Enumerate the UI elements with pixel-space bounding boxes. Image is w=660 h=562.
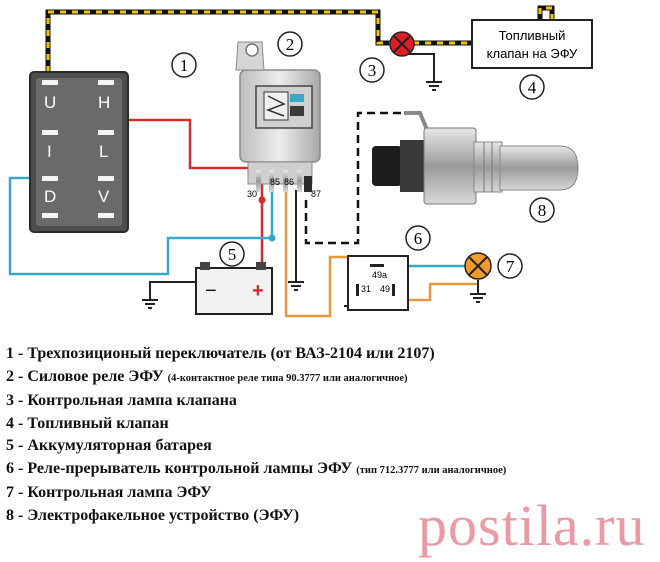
callout-2: 2 xyxy=(277,31,303,57)
watermark: postila.ru xyxy=(418,493,646,558)
legend-item-4: 4 - Топливный клапан xyxy=(6,414,169,432)
wire-ground-battery xyxy=(149,281,200,300)
svg-text:8: 8 xyxy=(538,201,547,220)
fuel-valve-label-line1: Топливный xyxy=(499,28,566,43)
legend-item-6: 6 - Реле-прерыватель контрольной лампы Э… xyxy=(6,459,507,477)
relay-terminal-85: 85 xyxy=(270,177,280,187)
callout-5: 5 xyxy=(219,241,245,267)
switch-letter-d: D xyxy=(44,187,56,206)
relay-terminal-87: 87 xyxy=(311,189,321,199)
interrupter-relay: 49a 31 49 xyxy=(347,255,409,311)
battery-minus: − xyxy=(205,280,217,302)
junction-red xyxy=(258,196,266,204)
ground-icon xyxy=(288,281,304,291)
efu-lamp-icon xyxy=(464,252,492,280)
ground-icon xyxy=(426,81,442,91)
ground-icon xyxy=(142,299,158,309)
switch-letter-i: I xyxy=(47,142,52,161)
power-relay: 30 85 86 87 xyxy=(235,41,321,199)
battery: − + xyxy=(195,262,273,315)
callout-3: 3 xyxy=(359,57,385,83)
wire-relay-to-efu xyxy=(304,111,404,245)
svg-text:1: 1 xyxy=(180,56,189,75)
interrupter-terminal-31: 31 xyxy=(361,284,371,294)
switch-letter-h: H xyxy=(98,93,110,112)
svg-text:2: 2 xyxy=(286,35,295,54)
fuel-valve-label-line2: клапан на ЭФУ xyxy=(487,46,578,61)
svg-text:6: 6 xyxy=(414,229,423,248)
callout-1: 1 xyxy=(171,52,197,78)
interrupter-terminal-49a: 49a xyxy=(372,270,387,280)
legend-item-2: 2 - Силовое реле ЭФУ (4-контактное реле … xyxy=(6,367,408,385)
switch-letter-v: V xyxy=(98,187,110,206)
wire-orange-lamp7 xyxy=(396,282,478,302)
callout-7: 7 xyxy=(497,253,523,279)
legend-item-8: 8 - Электрофакельное устройство (ЭФУ) xyxy=(6,506,300,524)
legend-item-1: 1 - Трехпозиционый переключатель (от ВАЗ… xyxy=(6,345,435,362)
fuel-valve-box: Топливный клапан на ЭФУ xyxy=(471,19,593,69)
switch-letter-l: L xyxy=(99,142,108,161)
relay-terminal-86: 86 xyxy=(284,177,294,187)
svg-text:3: 3 xyxy=(368,61,377,80)
legend-item-7: 7 - Контрольная лампа ЭФУ xyxy=(6,484,212,501)
relay-terminal-30: 30 xyxy=(247,189,257,199)
interrupter-terminal-49: 49 xyxy=(380,284,390,294)
legend-item-3: 3 - Контрольная лампа клапана xyxy=(6,392,237,409)
three-position-switch: U H I L D V xyxy=(29,71,129,233)
valve-lamp-icon xyxy=(389,31,415,57)
callout-8: 8 xyxy=(529,197,555,223)
wire-ground-lamp3 xyxy=(402,53,435,82)
svg-text:5: 5 xyxy=(228,245,237,264)
svg-text:4: 4 xyxy=(528,78,537,97)
callout-6: 6 xyxy=(405,225,431,251)
ground-icon xyxy=(470,293,486,303)
legend: 1 - Трехпозиционый переключатель (от ВАЗ… xyxy=(6,343,656,527)
junction-blue xyxy=(268,234,276,242)
efu-device xyxy=(372,111,579,205)
switch-letter-u: U xyxy=(44,93,56,112)
callout-4: 4 xyxy=(519,74,545,100)
battery-plus: + xyxy=(252,280,264,302)
svg-text:7: 7 xyxy=(506,257,515,276)
wiring-diagram: U H I L D V 30 85 86 87 Топливный кл xyxy=(8,5,593,318)
legend-item-5: 5 - Аккумуляторная батарея xyxy=(6,437,212,454)
